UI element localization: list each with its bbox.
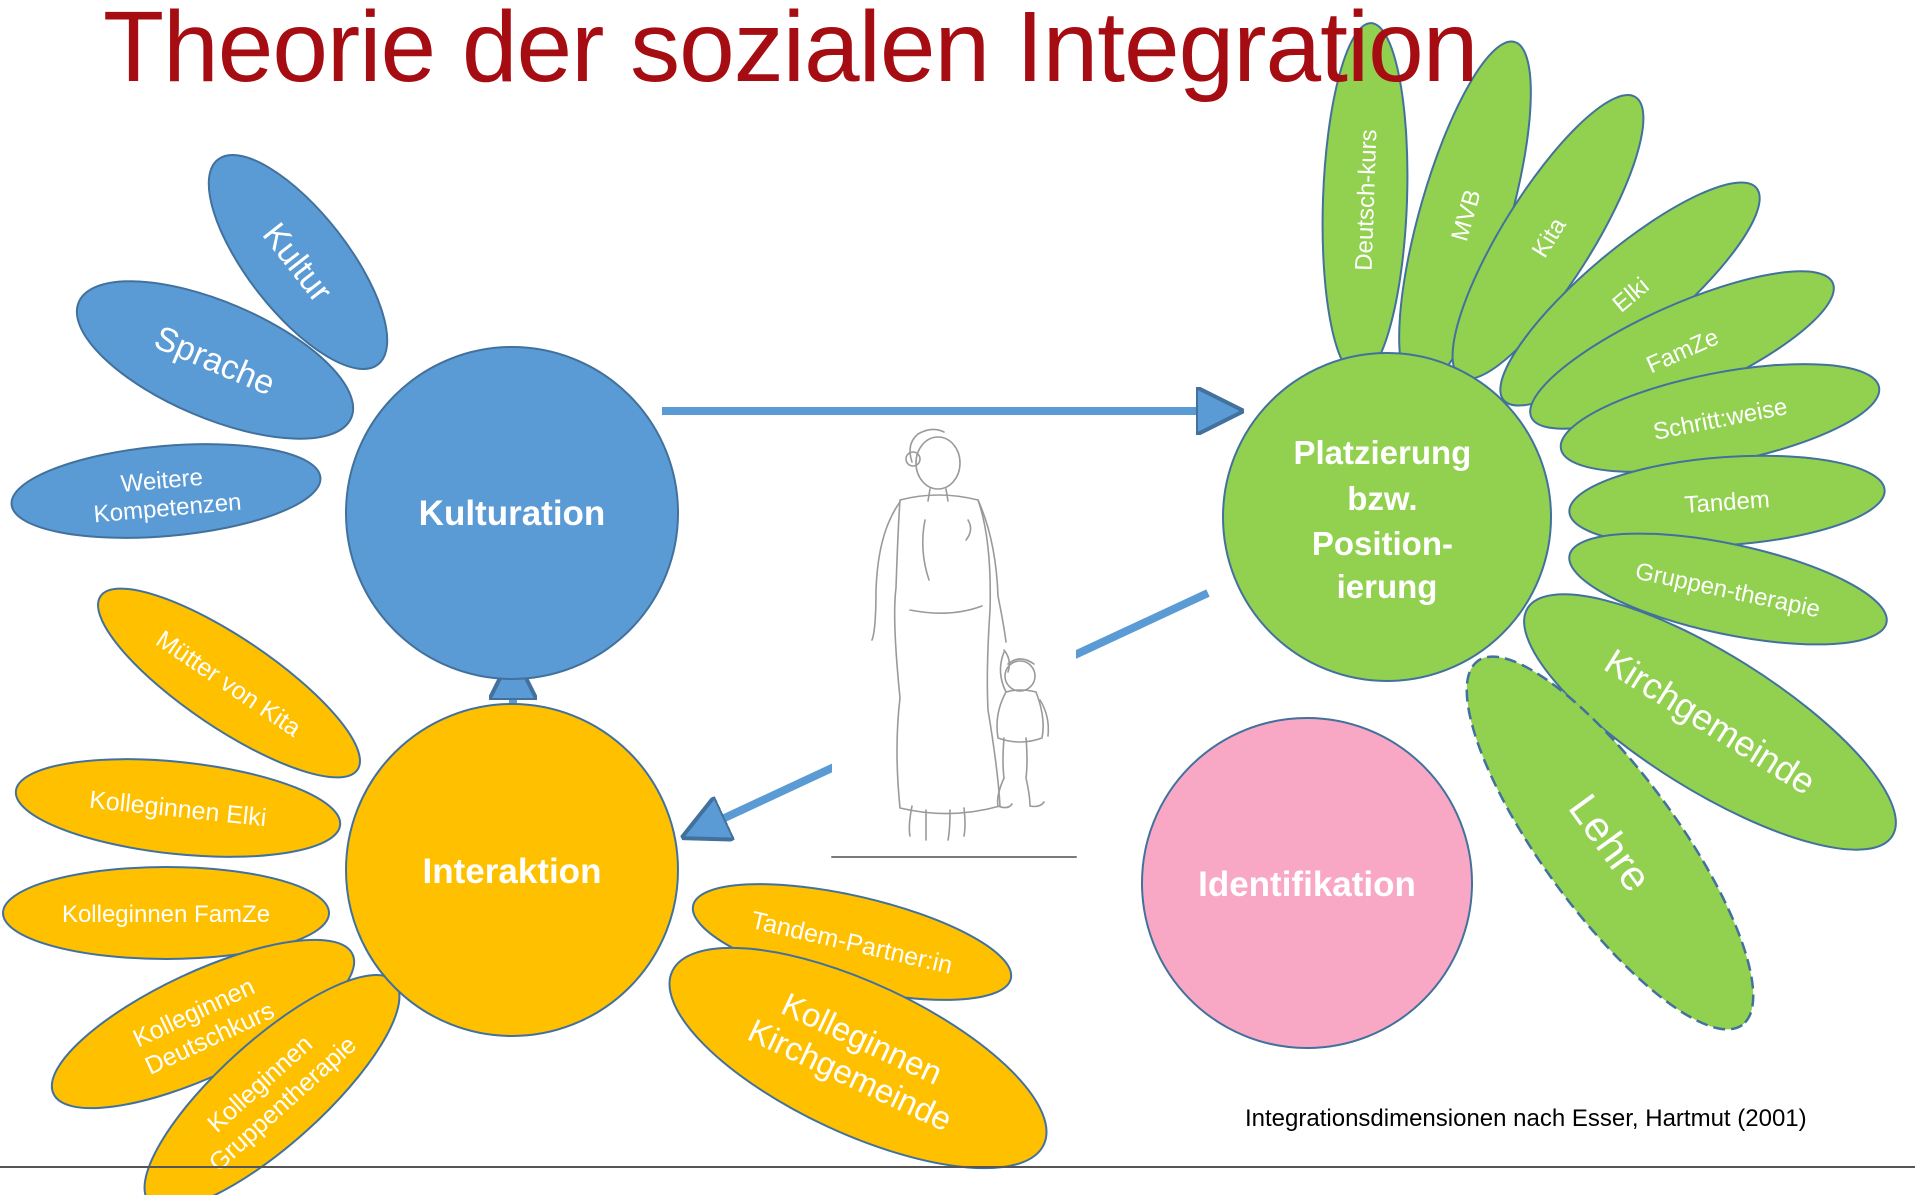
petal-label: Deutsch-kurs xyxy=(1351,129,1383,271)
petal-weitere-kompetenzen: Weitere Kompetenzen xyxy=(10,443,322,539)
interaktion-label: Interaktion xyxy=(423,852,602,891)
petal-label: Tandem xyxy=(1684,486,1771,519)
interaktion-petals-right: Tandem-Partner:in Kolleginnen Kirchgemei… xyxy=(668,883,1048,1170)
petal-kolleginnen-elki: Kolleginnen Elki xyxy=(14,758,342,858)
petal-elki: Elki xyxy=(1499,181,1761,407)
kulturation-circle: Kulturation xyxy=(345,346,679,680)
petal-gruppen-therapie: Gruppen-therapie xyxy=(1568,532,1888,646)
platzierung-label-line-1: Platzierung xyxy=(1293,434,1471,471)
identifikation-circle: Identifikation xyxy=(1141,717,1473,1049)
platzierung-label-line-4: ierung xyxy=(1337,568,1438,605)
citation-text: Integrationsdimensionen nach Esser, Hart… xyxy=(1245,1105,1807,1132)
petal-sprache: Sprache xyxy=(75,280,355,440)
page-title: Theorie der sozialen Integration xyxy=(103,0,1478,103)
petal-label: Kolleginnen FamZe xyxy=(62,901,270,928)
petal-deutsch-kurs: Deutsch-kurs xyxy=(1321,22,1409,378)
interaktion-petals-left: Mütter von Kita Kolleginnen Elki Kollegi… xyxy=(2,587,401,1200)
petal-schritt-weise: Schritt:weise xyxy=(1559,363,1881,473)
line-drawing-mother-and-child-icon xyxy=(831,428,1077,860)
petal-kolleginnen-famze: Kolleginnen FamZe xyxy=(2,866,330,960)
kulturation-petals: Kultur Sprache Weitere Kompetenzen xyxy=(10,154,389,539)
platzierung-label: Platzierung bzw. Position- ierung xyxy=(1293,434,1480,605)
interaktion-circle: Interaktion xyxy=(345,703,679,1037)
platzierung-label-line-2: bzw. xyxy=(1347,480,1417,517)
petal-lehre: Lehre xyxy=(1465,655,1755,1031)
petal-famze: FamZe xyxy=(1529,270,1835,430)
bottom-divider xyxy=(0,1166,1915,1168)
petal-tandem-partner: Tandem-Partner:in xyxy=(691,883,1013,1001)
petal-kultur: Kultur xyxy=(207,154,389,370)
platzierung-label-line-3: Position- xyxy=(1312,525,1453,562)
identifikation-label: Identifikation xyxy=(1198,865,1416,904)
petal-mvb: MVB xyxy=(1398,40,1532,390)
kulturation-label: Kulturation xyxy=(419,494,606,533)
platzierung-circle: Platzierung bzw. Position- ierung xyxy=(1222,352,1552,682)
